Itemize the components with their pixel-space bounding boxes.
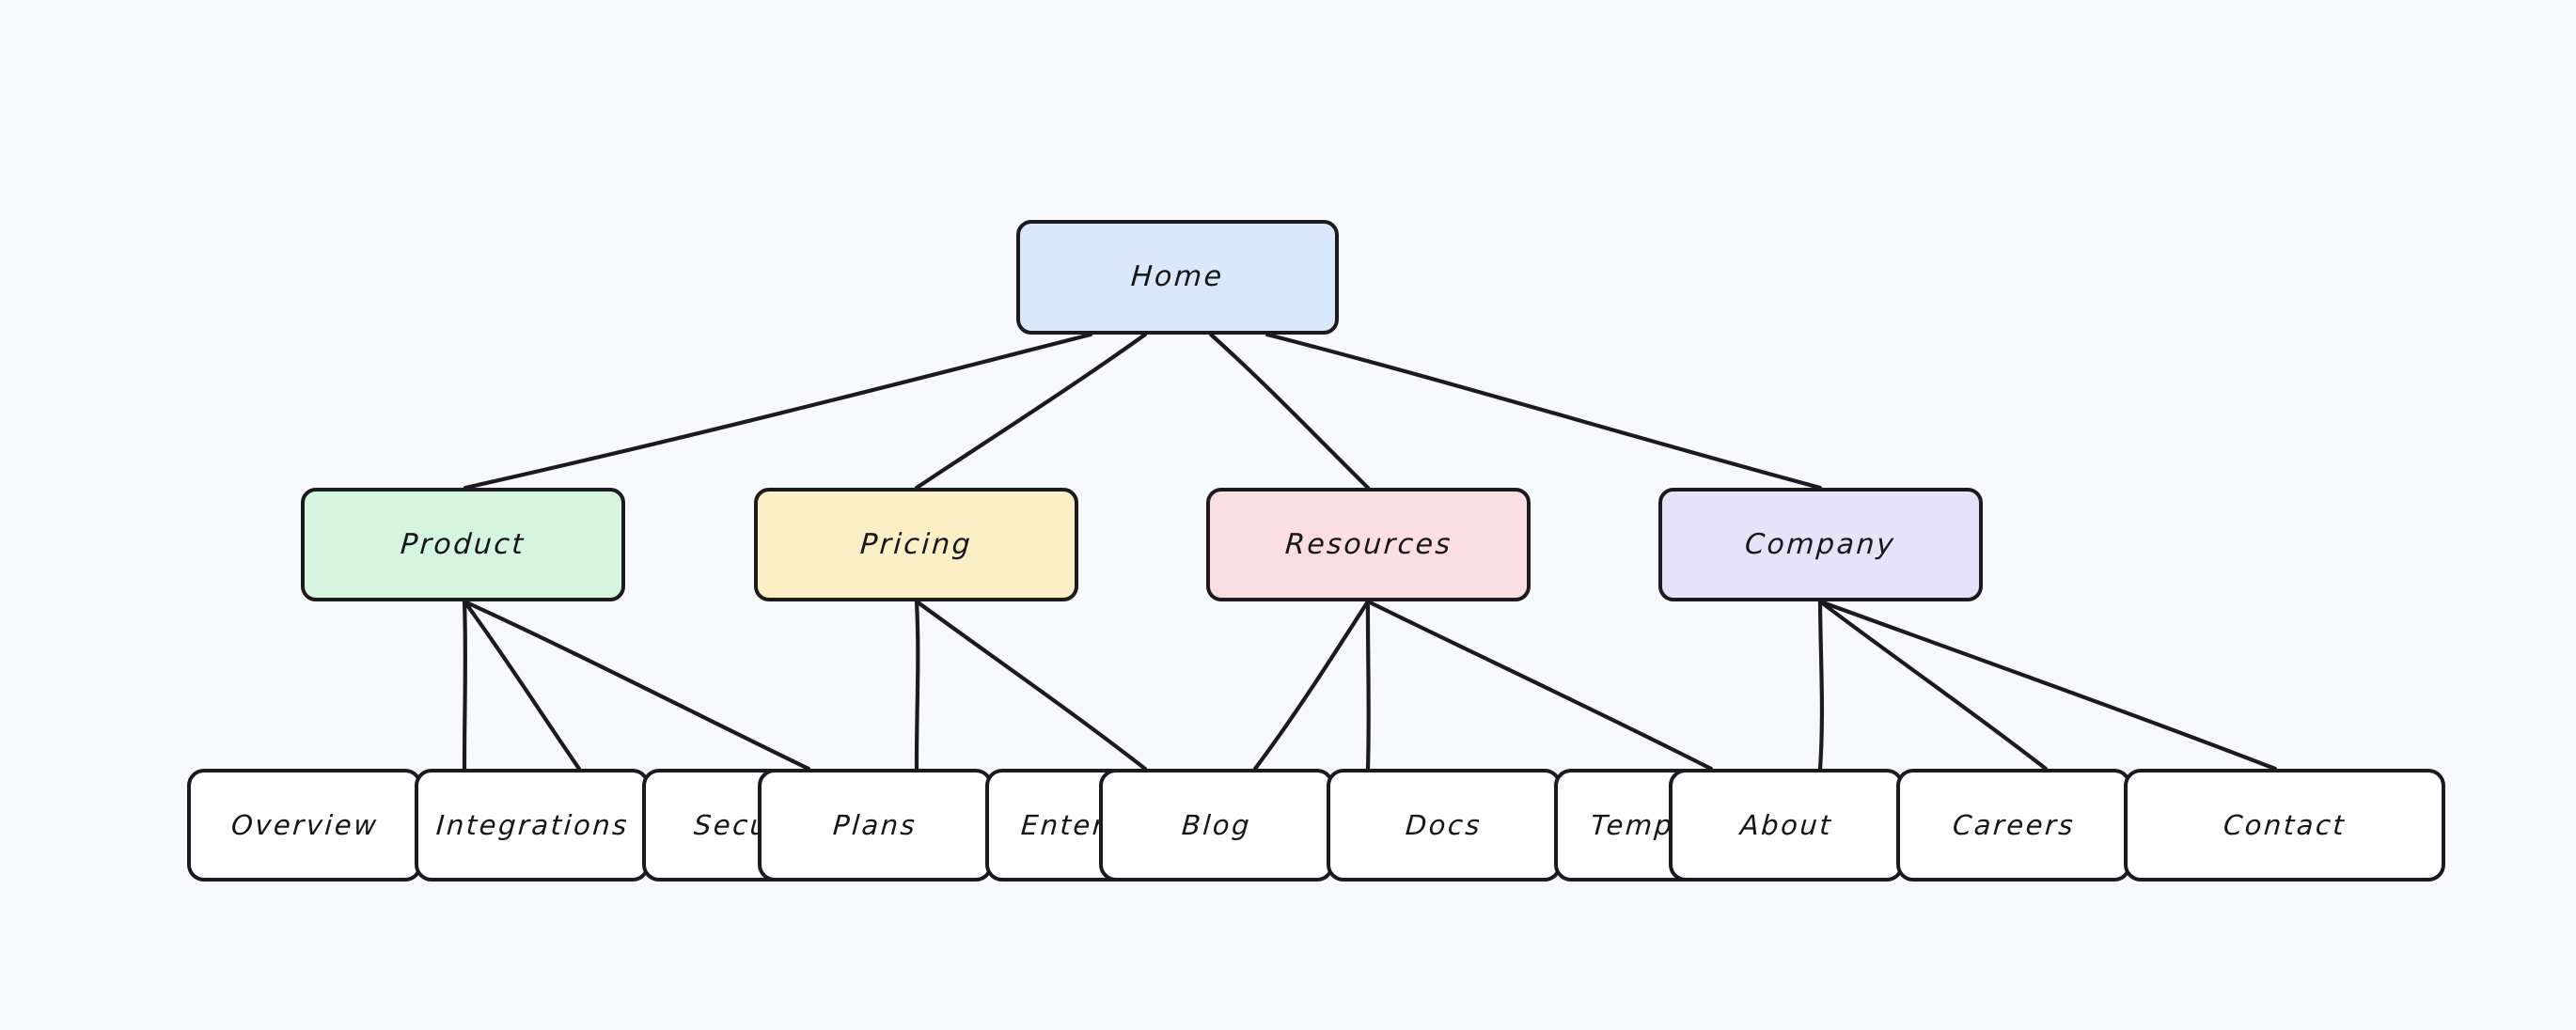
node-label-home: Home [1130, 260, 1226, 293]
node-contact[interactable]: Contact [2124, 769, 2445, 882]
node-label-blog: Blog [1180, 808, 1253, 841]
node-careers[interactable]: Careers [1896, 769, 2131, 882]
node-label-overview: Overview [229, 808, 380, 841]
node-docs[interactable]: Docs [1327, 769, 1562, 882]
node-plans[interactable]: Plans [758, 769, 993, 882]
node-about[interactable]: About [1669, 769, 1904, 882]
node-label-docs: Docs [1405, 808, 1484, 841]
node-overview[interactable]: Overview [187, 769, 422, 882]
node-label-plans: Plans [832, 808, 919, 841]
node-label-contact: Contact [2222, 808, 2348, 841]
node-label-about: About [1738, 808, 1834, 841]
node-label-product: Product [400, 527, 527, 561]
node-home[interactable]: Home [1016, 220, 1339, 335]
node-label-integrations: Integrations [434, 808, 630, 841]
node-label-resources: Resources [1283, 527, 1453, 561]
node-label-company: Company [1744, 527, 1897, 561]
node-integrations[interactable]: Integrations [415, 769, 650, 882]
node-product[interactable]: Product [301, 488, 625, 601]
node-pricing[interactable]: Pricing [754, 488, 1078, 601]
node-resources[interactable]: Resources [1206, 488, 1531, 601]
node-blog[interactable]: Blog [1099, 769, 1334, 882]
node-label-careers: Careers [1951, 808, 2077, 841]
node-label-pricing: Pricing [858, 527, 974, 561]
node-company[interactable]: Company [1658, 488, 1983, 601]
